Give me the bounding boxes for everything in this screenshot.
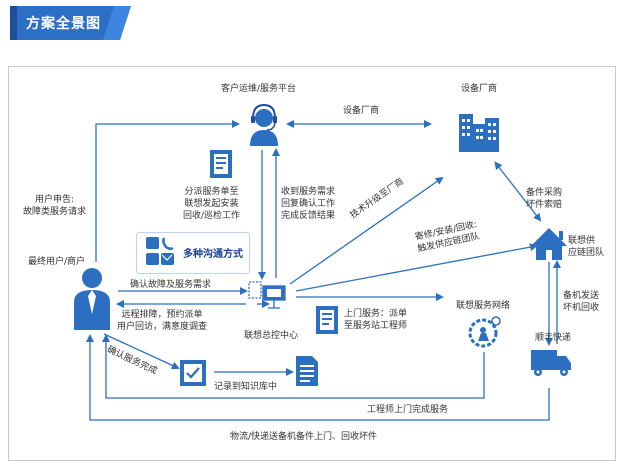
service-network-icon [468,316,501,348]
confirm-fault-label: 确认故障及服务需求 [130,280,212,290]
ship-label: 备机发送 坏机回收 [563,291,600,313]
house-icon [531,228,567,260]
document-icon [210,150,232,178]
arrow-vendor-supply [494,161,542,222]
arrow-user-to-platform [95,120,240,262]
truck-icon [531,350,571,376]
service-network-label: 联想服务网络 [456,301,511,311]
vendor-label: 设备厂商 [461,84,498,94]
onsite-document-icon [316,306,338,334]
platform-label: 客户运维/服务平台 [221,84,297,94]
communication-channels-label: 多种沟通方式 [183,249,243,260]
arrow-confirm-done [103,333,180,370]
customer-service-icon [250,103,278,146]
control-center-label: 联想总控中心 [244,331,299,341]
arrow-control-to-vendor [289,176,444,285]
vendor-link-label: 设备厂商 [343,106,380,116]
logistics-label: 物流/快递送备机备件上门、回收坏件 [230,432,378,442]
remote-label: 远程排障，预约派单 用户回访，满意度调查 [117,310,208,332]
diagram-frame [8,66,616,461]
arrow-engineer-done [102,334,485,399]
page-title: 方案全景图 [26,16,101,32]
buildings-icon [459,114,499,152]
dispatch-label: 分派服务单至 联想发起安装 回收/巡检工作 [183,187,241,221]
onsite-label: 上门服务：派单 至服务站工程师 [344,309,408,331]
user-report-label: 用户申告: 故障类服务请求 [23,195,87,217]
communication-icons [146,237,174,265]
arrow-logistics [86,334,550,421]
express-label: 顺丰快递 [535,333,572,343]
supply-chain-label: 联想供 应链团队 [568,236,605,258]
receive-label: 收到服务需求 回复确认工作 完成反馈结果 [281,187,336,221]
end-user-label: 最终用户/商户 [28,257,86,267]
knowledge-base-label: 记录到知识库中 [214,382,278,392]
parts-label: 备件采购 坏件索赔 [526,188,563,210]
checklist-icon [180,360,206,386]
knowledge-base-icon [296,356,318,386]
engineer-done-label: 工程师上门完成服务 [367,405,449,415]
control-center-icon [248,281,286,309]
title-banner [10,6,131,40]
user-icon [74,268,110,330]
arrow-control-to-supply [295,243,538,292]
